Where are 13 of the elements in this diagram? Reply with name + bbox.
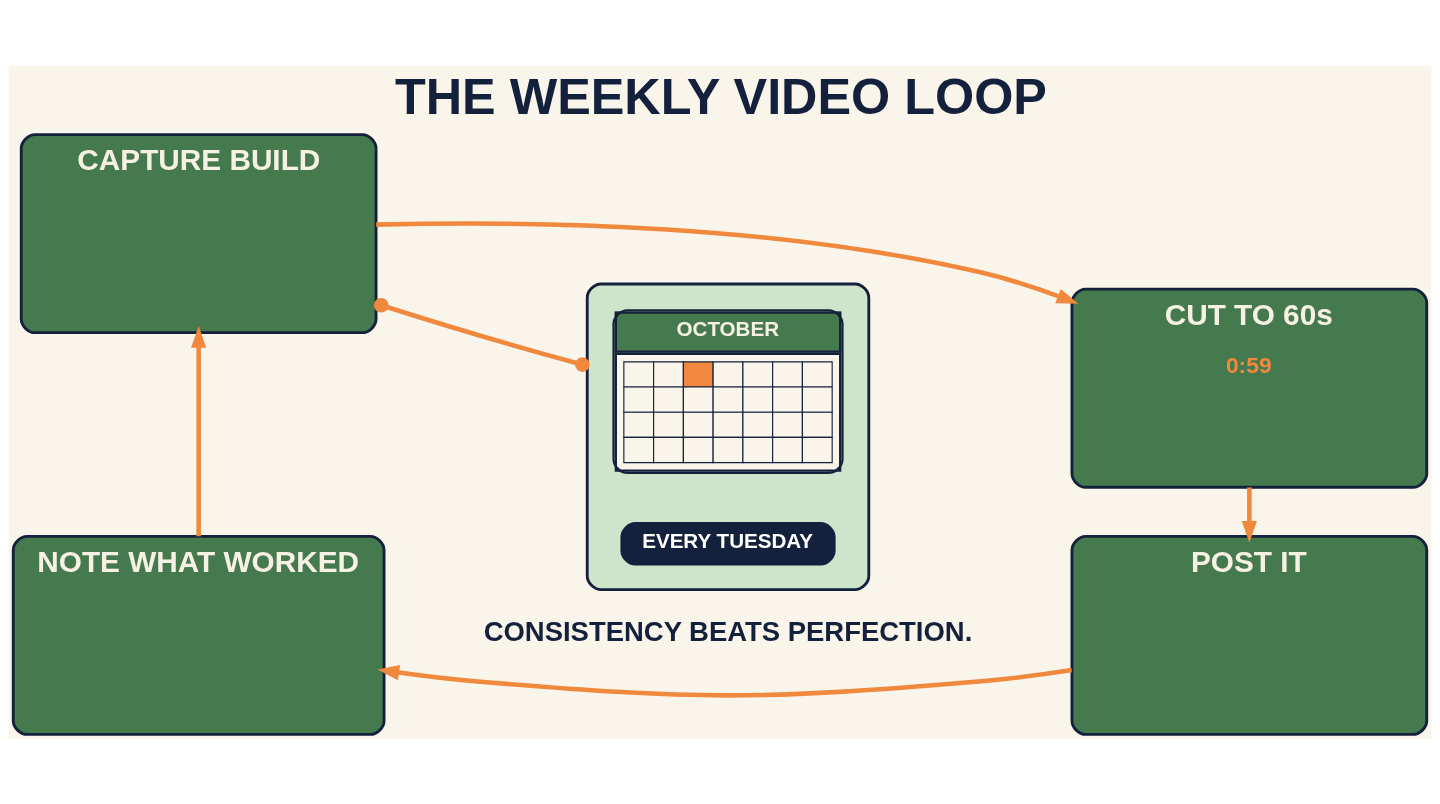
node-box: CUT TO 60s 0:59 (1070, 287, 1429, 489)
node-box: NOTE WHAT WORKED (11, 534, 386, 736)
diagram-title: THE WEEKLY VIDEO LOOP (394, 67, 1047, 125)
node-box: POST IT (1070, 534, 1429, 736)
arrow (191, 325, 207, 536)
cluster (585, 282, 871, 591)
caption: CONSISTENCY BEATS PERFECTION. (483, 615, 973, 647)
node-box: CAPTURE BUILD (19, 132, 378, 334)
connector (373, 297, 590, 372)
arrow (1241, 486, 1257, 543)
node-box: EVERY TUESDAY (620, 521, 836, 566)
arrow (376, 220, 1079, 304)
arrow (377, 664, 1072, 698)
